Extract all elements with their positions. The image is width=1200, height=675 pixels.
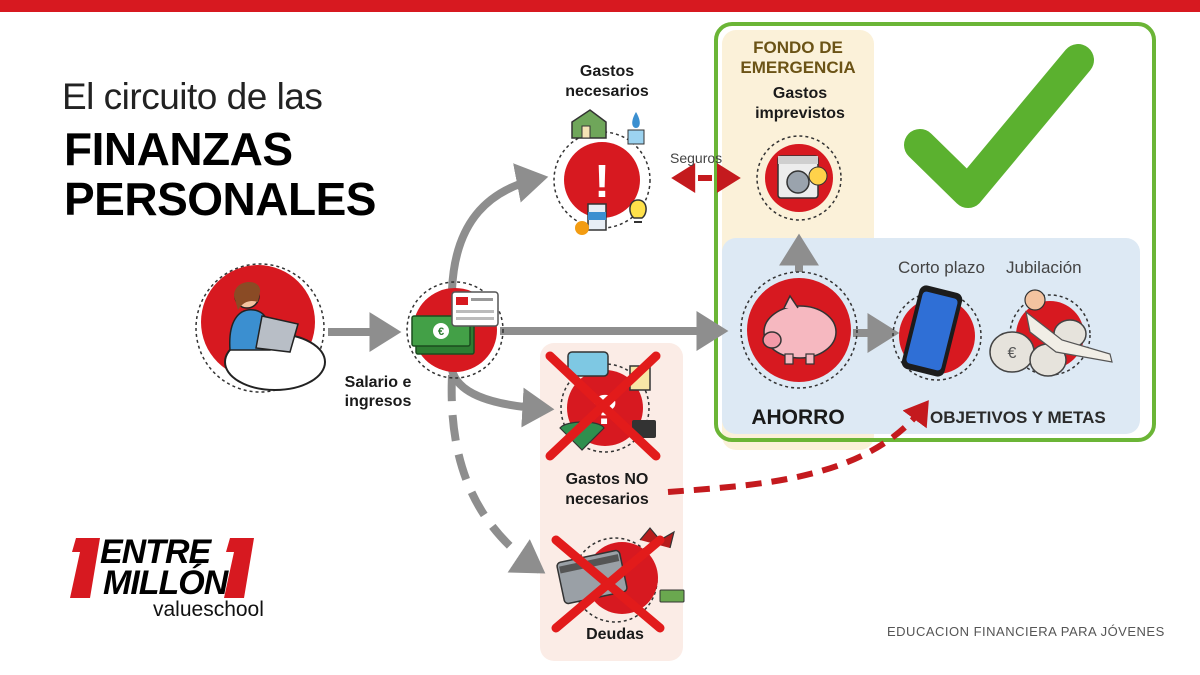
arrow-nonessential-to-goals-dashed	[667, 400, 929, 495]
valueschool-logo: valueschool	[153, 598, 264, 621]
arrow-salary-to-needs	[448, 163, 549, 291]
label-objetivos: OBJETIVOS Y METAS	[930, 408, 1106, 427]
cross-debts-b	[551, 535, 665, 633]
arrow-salary-to-debts-dashed	[447, 374, 546, 574]
footer-text: EDUCACION FINANCIERA PARA JÓVENES	[887, 624, 1165, 639]
piggy-bank-icon	[763, 305, 837, 359]
title-line-1: El circuito de las	[62, 76, 323, 117]
svg-text:€: €	[1008, 345, 1017, 362]
salary-money-node: €	[406, 281, 504, 379]
savings-piggy-node	[740, 271, 858, 389]
svg-text:!: !	[594, 155, 609, 207]
unexpected-expenses-node	[756, 135, 842, 221]
label-gastos-necesarios: Gastos necesarios	[565, 63, 649, 100]
title-line-2: FINANZAS	[64, 123, 293, 175]
necessary-expenses-node: !	[553, 109, 651, 235]
label-gastos-no-necesarios: Gastos NO necesarios	[565, 471, 649, 508]
label-jubilacion: Jubilación	[1006, 258, 1082, 277]
savings-green-frame	[714, 22, 1156, 442]
svg-text:€: €	[438, 326, 444, 338]
label-ahorro: AHORRO	[751, 406, 845, 429]
arrow-salary-to-nonessential	[448, 368, 555, 428]
label-fondo-emergencia: FONDO DE EMERGENCIA	[740, 38, 856, 77]
top-red-bar	[0, 0, 1200, 12]
debts-node	[551, 527, 685, 633]
house-icon	[571, 109, 607, 139]
logo-right-wedge	[224, 538, 254, 598]
lightbulb-icon	[629, 199, 647, 219]
cross-nonessential-b	[545, 351, 661, 461]
label-deudas: Deudas	[586, 626, 644, 643]
label-gastos-imprevistos: Gastos imprevistos	[755, 85, 845, 122]
retirement-illustration: €	[989, 289, 1113, 377]
label-corto-plazo: Corto plazo	[898, 258, 985, 277]
check-mark-icon	[904, 44, 1094, 208]
logo-line-entre: ENTRE	[100, 533, 211, 571]
handbag-icon	[567, 351, 609, 377]
title-line-3: PERSONALES	[64, 173, 376, 225]
water-drop-icon	[632, 112, 640, 128]
title-bold-block: FINANZAS PERSONALES	[64, 124, 376, 224]
person-laptop-node	[195, 263, 326, 393]
man-relaxing-icon	[1024, 289, 1046, 311]
nonessential-expenses-node: ?	[545, 351, 661, 461]
short-term-goal-node	[892, 285, 982, 381]
label-salario: Salario e ingresos	[344, 374, 412, 410]
logo-line-millon: MILLÓN	[103, 564, 228, 602]
label-seguros: Seguros	[670, 150, 723, 166]
logo-left-wedge	[70, 538, 100, 598]
